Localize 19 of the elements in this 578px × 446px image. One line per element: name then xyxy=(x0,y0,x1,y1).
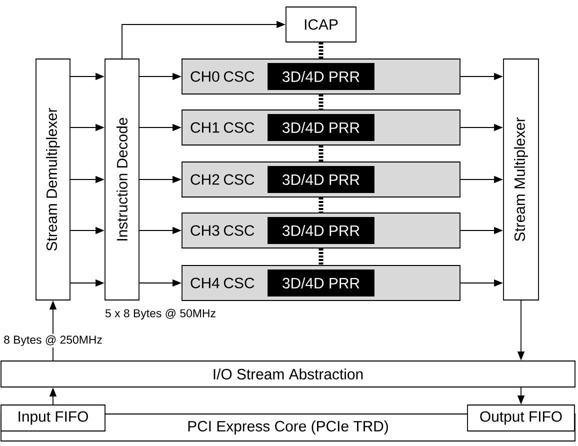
region-box: 3D/4D PRR xyxy=(268,114,374,141)
block-box: Output FIFO xyxy=(467,404,575,432)
edge-label: 8 Bytes @ 250MHz xyxy=(2,334,104,348)
region-box: 3D/4D PRR xyxy=(268,270,374,296)
dashed-link xyxy=(318,94,324,110)
dashed-link xyxy=(318,145,324,162)
region-box: 3D/4D PRR xyxy=(268,63,374,90)
block-box: Stream Demultiplexer xyxy=(36,58,70,300)
block-box: I/O Stream Abstraction xyxy=(0,360,576,388)
note-text: 5 x 8 Bytes @ 50MHz xyxy=(105,308,216,320)
region-box: 3D/4D PRR xyxy=(268,217,374,244)
region-box: 3D/4D PRR xyxy=(268,166,374,193)
dashed-link xyxy=(318,42,324,59)
block-box: ICAP xyxy=(286,6,356,42)
block-box: Instruction Decode xyxy=(104,58,140,300)
block-box: Stream Multiplexer xyxy=(503,58,539,300)
dashed-link xyxy=(318,248,324,266)
dashed-link xyxy=(318,197,324,213)
block-box: Input FIFO xyxy=(0,404,106,432)
